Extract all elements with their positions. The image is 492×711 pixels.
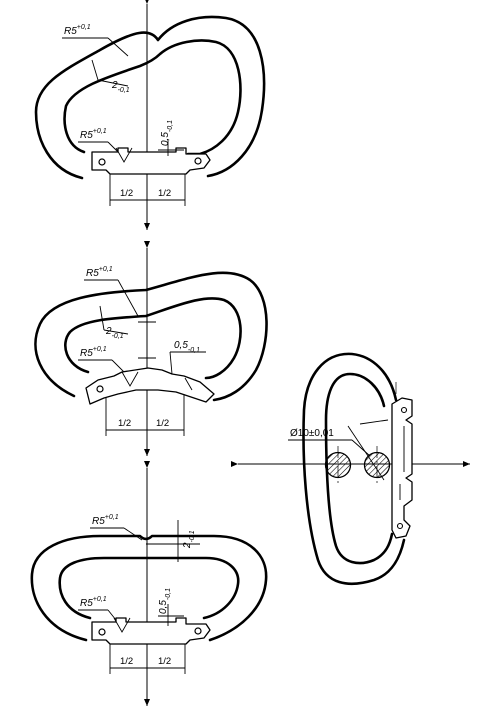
carabiner-asymmetric-top: R5+0,1 2-0,1 R5+0,1 0,5-0,1 1/2 1/2 xyxy=(34,0,266,230)
gate-top xyxy=(91,147,211,175)
rivet-bottom-side xyxy=(396,522,404,530)
carabiner-body-middle-inner xyxy=(64,297,242,380)
svg-text:Ø10±0,01: Ø10±0,01 xyxy=(290,428,334,439)
svg-text:1/2: 1/2 xyxy=(118,418,131,429)
rivet-left-middle xyxy=(96,385,104,393)
svg-text:R5+0,1: R5+0,1 xyxy=(80,346,107,359)
svg-text:1/2: 1/2 xyxy=(120,656,133,667)
gate-bottom xyxy=(91,617,211,645)
svg-text:0,5-0,1: 0,5-0,1 xyxy=(160,120,174,146)
carabiner-oval-bottom: R5+0,1 2-0,1 R5+0,1 0,5-0,1 1/2 1/2 xyxy=(30,461,268,706)
rivet-left-bottom xyxy=(98,628,106,636)
carabiner-body-bottom-outer xyxy=(30,534,268,642)
carabiner-body-top-inner xyxy=(63,39,242,156)
rivet-right-bottom xyxy=(194,627,202,635)
rivet-top-side xyxy=(400,406,408,414)
svg-text:2-0,1: 2-0,1 xyxy=(182,530,196,549)
svg-text:0,5-0,1: 0,5-0,1 xyxy=(158,588,172,614)
rivet-right-top xyxy=(194,157,202,165)
carabiner-pear-middle: R5+0,1 2-0,1 R5+0,1 0,5-0,1 1/2 1/2 xyxy=(34,241,268,456)
svg-text:R5+0,1: R5+0,1 xyxy=(80,128,107,141)
svg-text:1/2: 1/2 xyxy=(158,188,171,199)
svg-text:1/2: 1/2 xyxy=(158,656,171,667)
svg-text:R5+0,1: R5+0,1 xyxy=(92,514,119,527)
carabiner-body-bottom-inner xyxy=(58,556,240,620)
svg-text:2-0,1: 2-0,1 xyxy=(105,326,124,340)
svg-text:2-0,1: 2-0,1 xyxy=(111,80,130,94)
svg-text:R5+0,1: R5+0,1 xyxy=(64,24,91,37)
svg-text:1/2: 1/2 xyxy=(156,418,169,429)
carabiner-body-side-inner xyxy=(324,372,394,565)
svg-text:0,5-0,1: 0,5-0,1 xyxy=(174,340,200,354)
carabiner-body-middle-outer xyxy=(34,271,268,402)
carabiner-body-top-outer xyxy=(34,15,266,180)
svg-text:R5+0,1: R5+0,1 xyxy=(86,266,113,279)
svg-text:R5+0,1: R5+0,1 xyxy=(80,596,107,609)
svg-text:1/2: 1/2 xyxy=(120,188,133,199)
carabiner-side-view: Ø10±0,01 xyxy=(231,352,470,586)
carabiner-body-side-outer xyxy=(302,352,406,586)
gate-middle xyxy=(85,367,215,405)
rivet-left-top xyxy=(98,158,106,166)
gate-side xyxy=(391,397,413,539)
